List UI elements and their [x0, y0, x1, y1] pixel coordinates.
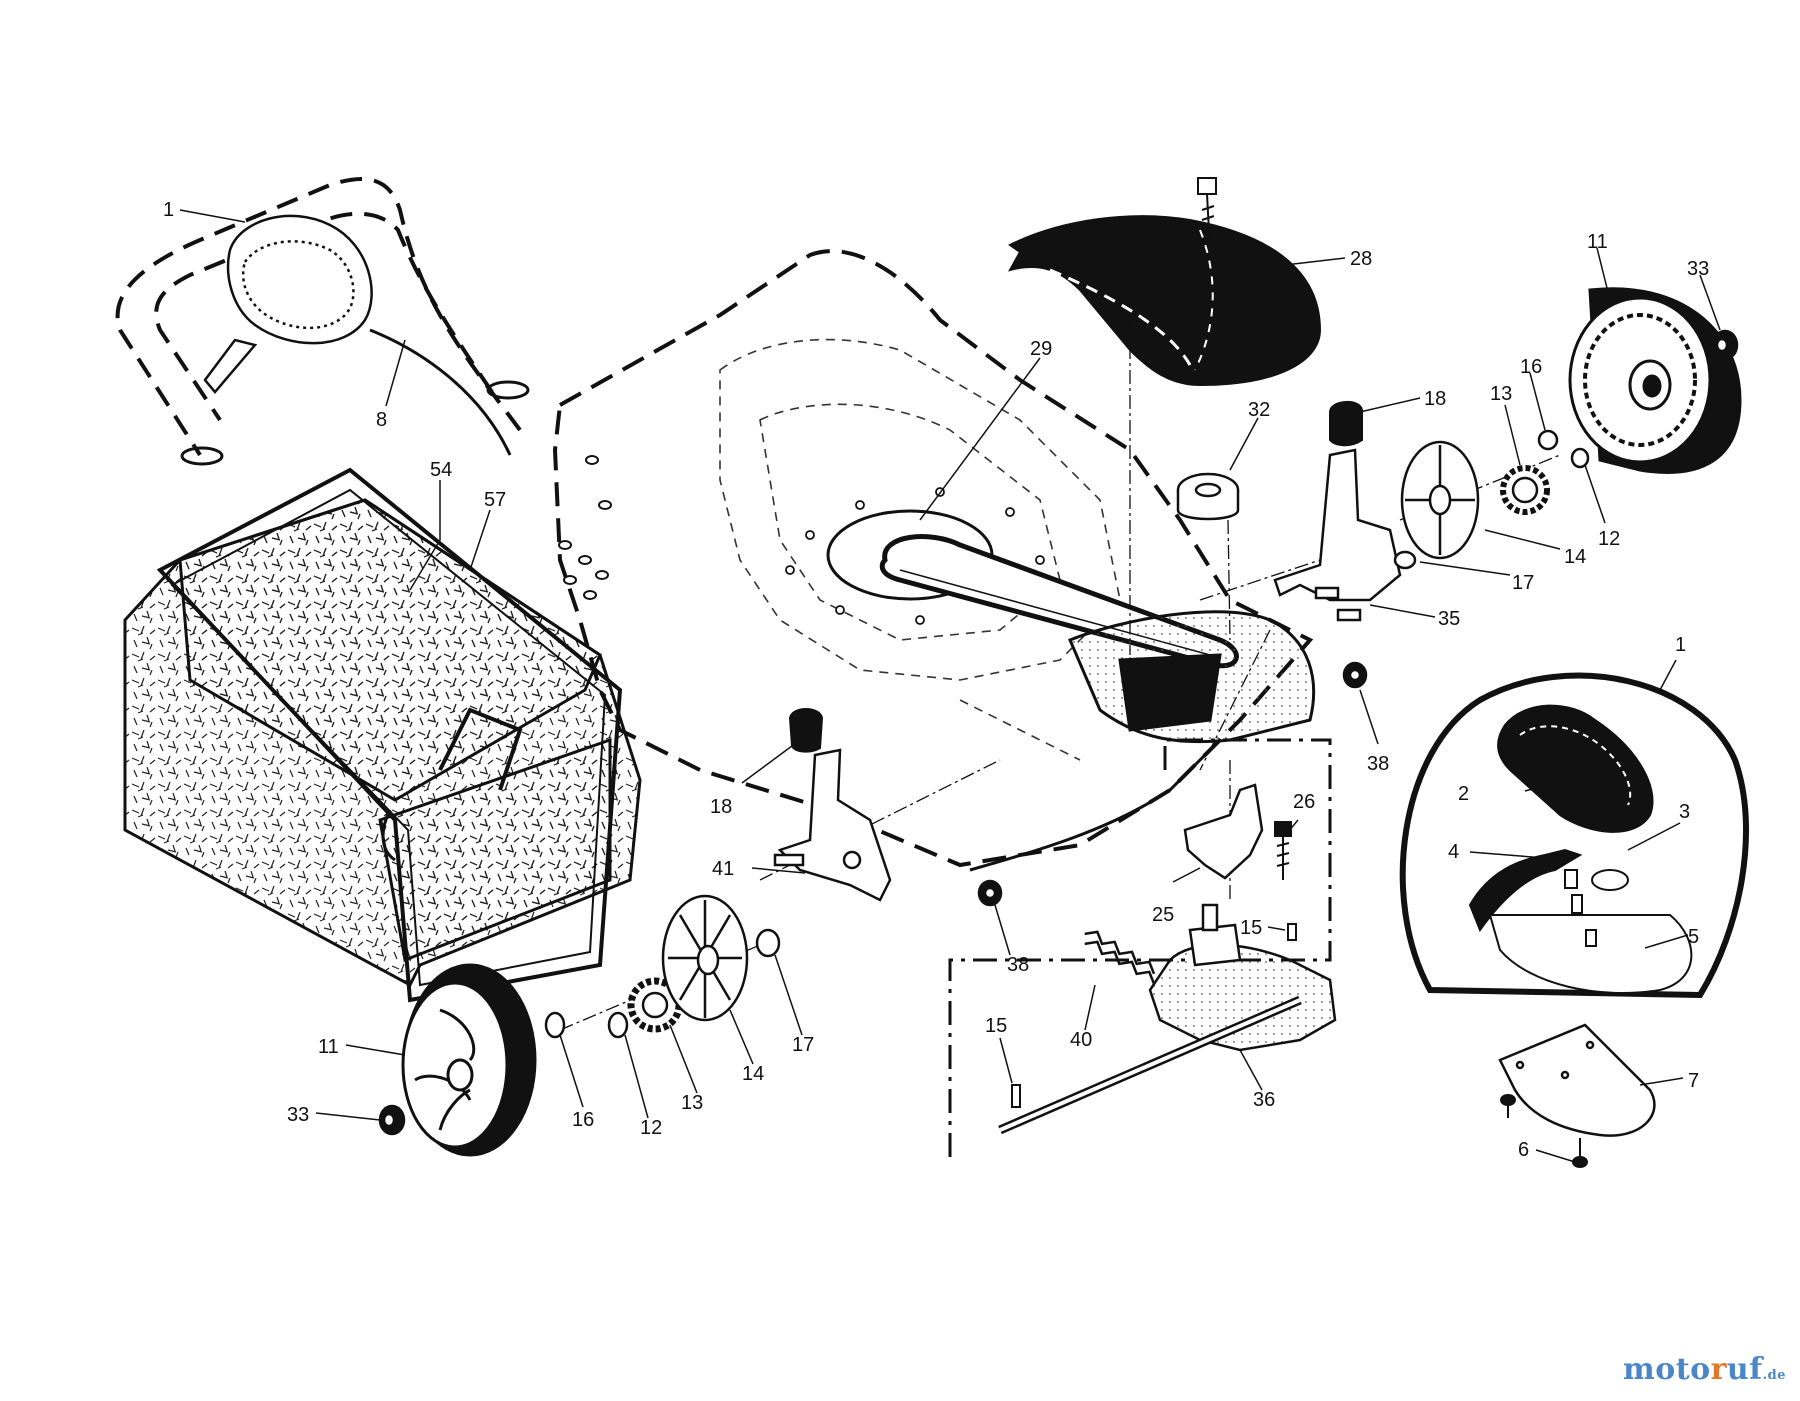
callout-14-right: 14 — [1564, 546, 1586, 568]
callout-15-lower: 15 — [985, 1015, 1007, 1037]
callout-14-left: 14 — [742, 1063, 764, 1085]
callout-32: 32 — [1248, 399, 1270, 421]
hubcap-left — [661, 894, 749, 1022]
callout-29: 29 — [1030, 338, 1052, 360]
grass-catcher-bag — [123, 498, 642, 988]
callout-1-inset: 1 — [1675, 634, 1686, 656]
callout-38-left: 38 — [1007, 954, 1029, 976]
wheel-right — [1568, 287, 1742, 474]
wheel-nut-right — [1711, 329, 1739, 361]
transmission — [998, 903, 1337, 1135]
height-adjust-knob-left — [788, 708, 824, 753]
deflector-plate — [1498, 1023, 1656, 1137]
deck-vents — [558, 455, 612, 600]
callout-28: 28 — [1350, 248, 1372, 270]
callout-1: 1 — [163, 199, 174, 221]
callout-57: 57 — [484, 489, 506, 511]
callout-36: 36 — [1253, 1089, 1275, 1111]
washers-right — [1393, 429, 1590, 570]
callout-11-left: 11 — [318, 1036, 339, 1058]
callout-17-left: 17 — [792, 1034, 814, 1056]
height-adjuster-left — [773, 748, 892, 902]
roll-pins — [1011, 923, 1297, 1108]
wheel-nut-left — [378, 1104, 406, 1136]
callout-17-right: 17 — [1512, 572, 1534, 594]
spring — [1084, 930, 1156, 985]
watermark-logo: motoruf.de — [1622, 1352, 1786, 1387]
callout-38-right: 38 — [1367, 753, 1389, 775]
callout-8: 8 — [376, 409, 387, 431]
callout-12-right: 12 — [1598, 528, 1620, 550]
bag-frame — [156, 467, 623, 1003]
inset-detail — [1399, 672, 1750, 999]
callout-labels: 1 8 54 57 28 29 32 18 18 11 11 33 33 16 … — [163, 199, 1709, 1161]
callout-54: 54 — [430, 459, 452, 481]
pulley — [1176, 472, 1240, 521]
callout-13-right: 13 — [1490, 383, 1512, 405]
wheel-left — [401, 963, 537, 1157]
callout-16-left: 16 — [572, 1109, 594, 1131]
callout-11-right: 11 — [1587, 231, 1608, 253]
deck-front-chute — [969, 610, 1316, 872]
callout-2: 2 — [1458, 783, 1469, 805]
handle-dashed — [115, 177, 522, 457]
leader-lines — [179, 209, 1721, 1163]
control-bar-assembly — [203, 214, 512, 456]
callout-33-left: 33 — [287, 1104, 309, 1126]
mower-deck-dashed — [552, 249, 1314, 868]
callout-5: 5 — [1688, 926, 1699, 948]
mower-deck-inner — [719, 338, 1121, 761]
belt-cover — [1007, 215, 1322, 387]
bushing-right — [1342, 661, 1368, 689]
handle-end-caps — [180, 380, 530, 466]
cover-bolt — [1197, 177, 1217, 251]
callout-26: 26 — [1293, 791, 1315, 813]
callout-40: 40 — [1070, 1029, 1092, 1051]
callout-12-left: 12 — [640, 1117, 662, 1139]
callout-33-right: 33 — [1687, 258, 1709, 280]
callout-6: 6 — [1518, 1139, 1529, 1161]
hubcap-right — [1400, 440, 1480, 560]
height-adjuster-right — [1273, 448, 1402, 622]
plate-screws — [1500, 1094, 1588, 1168]
callout-7: 7 — [1688, 1070, 1699, 1092]
callout-15-upper: 15 — [1240, 917, 1262, 939]
callout-35: 35 — [1438, 608, 1460, 630]
callout-16-right: 16 — [1520, 356, 1542, 378]
height-adjust-knob-right — [1329, 401, 1363, 447]
callout-4: 4 — [1448, 841, 1459, 863]
bushing-left — [977, 879, 1003, 907]
drive-gear-right — [1500, 465, 1550, 515]
callout-3: 3 — [1679, 801, 1690, 823]
callout-18-right: 18 — [1424, 388, 1446, 410]
callout-41: 41 — [712, 858, 734, 880]
transmission-bracket — [1183, 783, 1264, 880]
washer-left — [544, 928, 781, 1039]
callout-18-left: 18 — [710, 796, 732, 818]
callout-25: 25 — [1152, 904, 1174, 926]
callout-13-left: 13 — [681, 1092, 703, 1114]
